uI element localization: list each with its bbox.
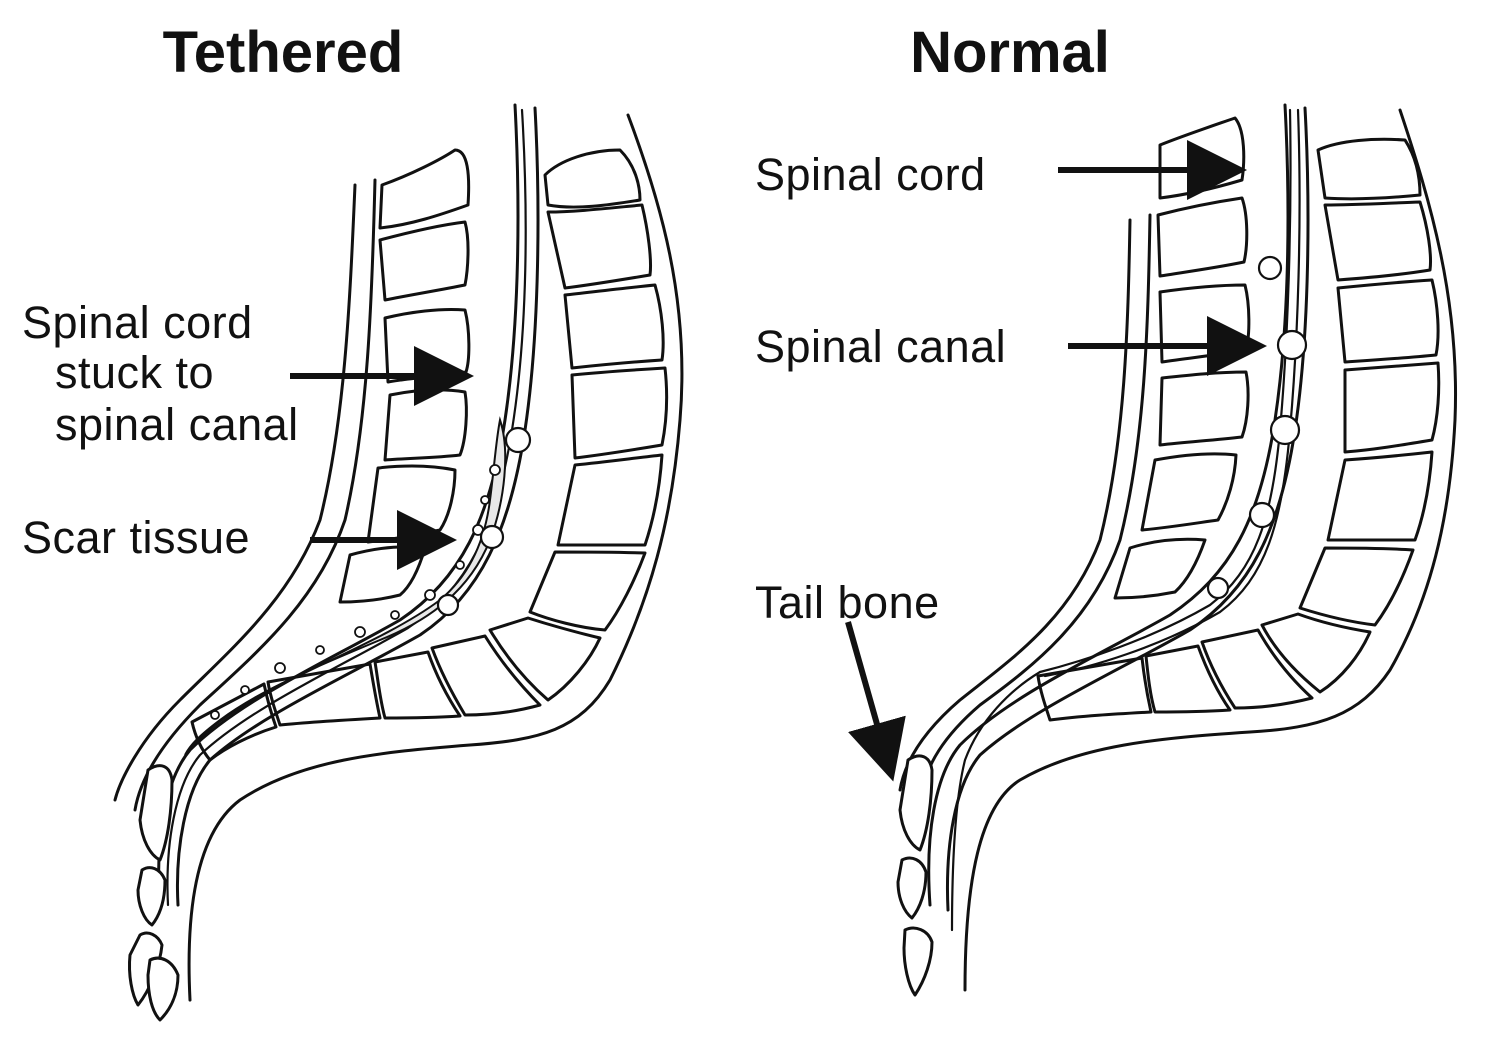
normal-label-cord: Spinal cord (755, 149, 986, 200)
normal-title: Normal (910, 20, 1110, 85)
normal-label-canal: Spinal canal (755, 321, 1006, 372)
tethered-label-stuck-line3: spinal canal (55, 399, 299, 450)
tethered-panel: Tethered (22, 20, 684, 1022)
normal-panel: Normal (755, 20, 1458, 997)
normal-spine-drawing (896, 103, 1458, 997)
tethered-label-stuck-line2: stuck to (55, 347, 214, 398)
arrow-tail (845, 621, 906, 782)
tethered-label-scar: Scar tissue (22, 512, 250, 563)
tethered-label-stuck-line1: Spinal cord (22, 297, 253, 348)
normal-label-tail: Tail bone (755, 577, 940, 628)
tethered-title: Tethered (163, 20, 404, 85)
